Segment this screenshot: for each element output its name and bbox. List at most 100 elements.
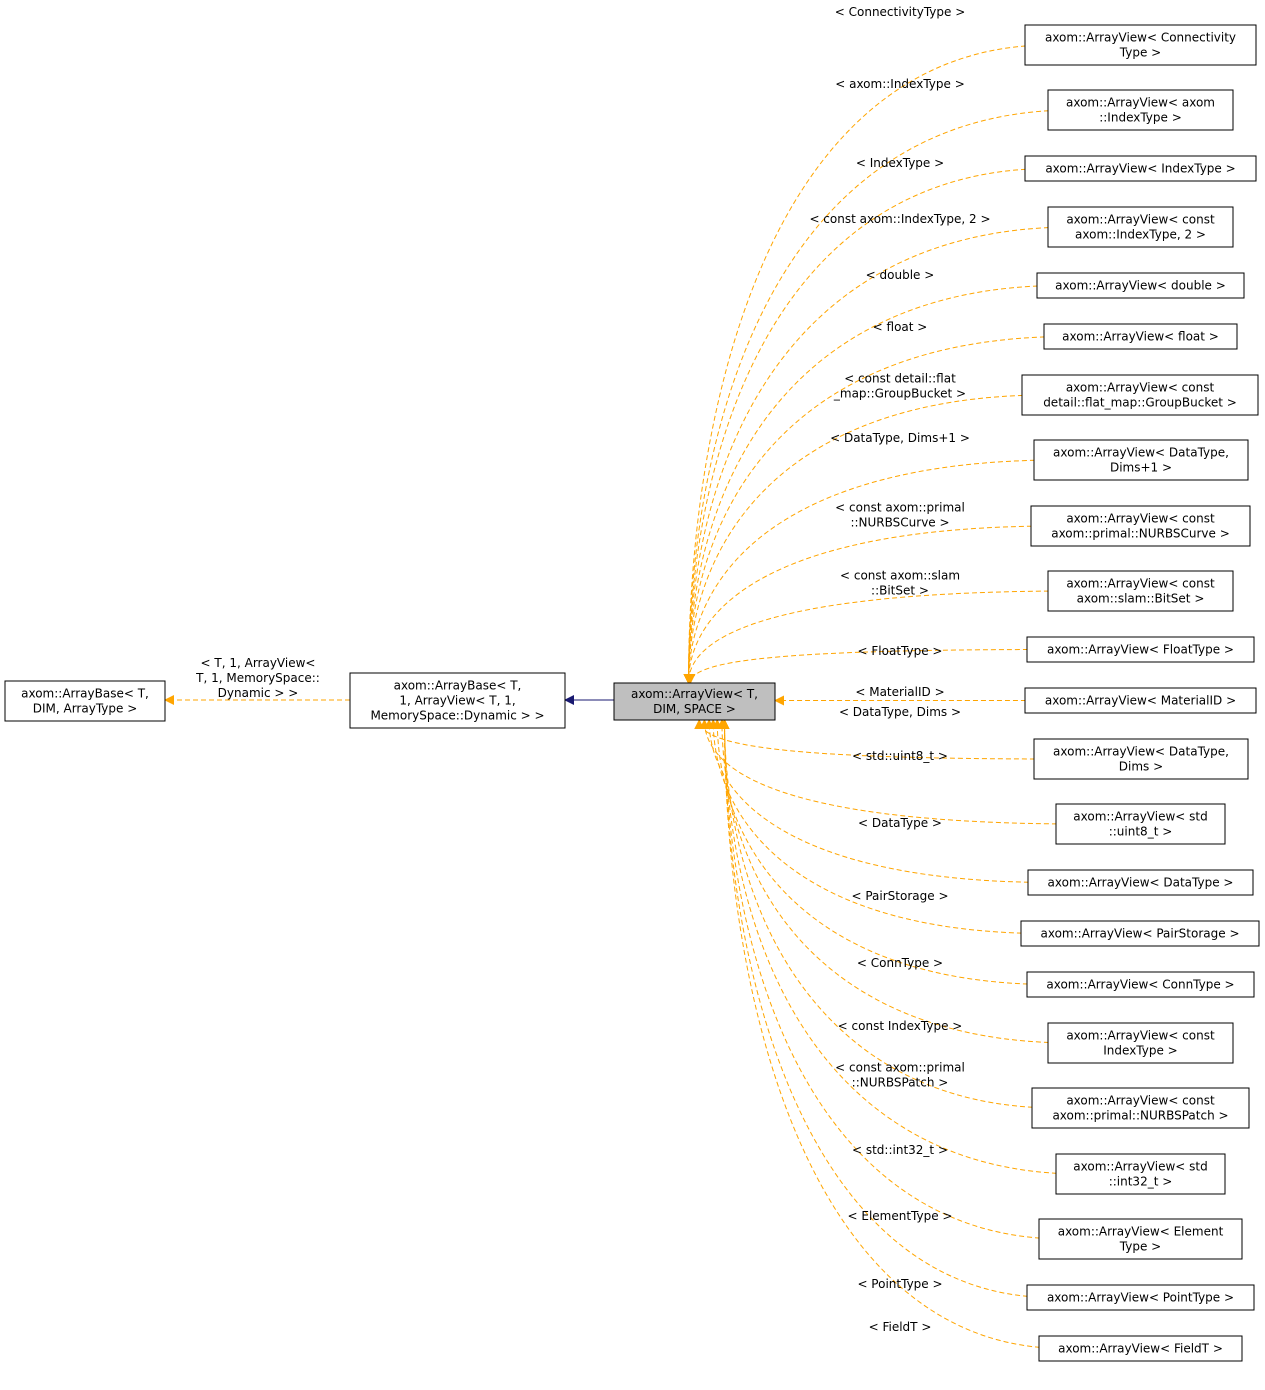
node-array-base-dynamic[interactable]: axom::ArrayBase< T,1, ArrayView< T, 1,Me… xyxy=(349,672,566,729)
node-array-view-instance-label-line: axom::ArrayView< axom xyxy=(1066,96,1215,110)
node-array-view-instance-label-line: axom::ArrayView< FieldT > xyxy=(1058,1342,1223,1356)
instantiation-edge-label-line: < FieldT > xyxy=(869,1320,932,1334)
node-array-view-instance-box xyxy=(1043,323,1238,350)
node-array-view-instance[interactable]: axom::ArrayView< PairStorage > xyxy=(1020,920,1260,947)
instantiation-edge-label-line: < float > xyxy=(873,320,928,334)
instantiation-edge-label: < std::uint8_t > xyxy=(852,749,948,763)
instantiation-edge-label: < DataType, Dims > xyxy=(839,705,961,719)
base-edge-label-line: < T, 1, ArrayView< xyxy=(201,656,316,670)
node-array-view-instance[interactable]: axom::ArrayView< FieldT > xyxy=(1038,1335,1243,1362)
node-array-view-instance[interactable]: axom::ArrayView< axom::IndexType > xyxy=(1047,89,1234,131)
node-array-view-label-line: axom::ArrayView< T, xyxy=(631,687,758,701)
node-array-view-instance-label-line: axom::ArrayView< PointType > xyxy=(1047,1291,1234,1305)
node-array-view-label-line: DIM, SPACE > xyxy=(653,702,736,716)
instantiation-edge-label: < const IndexType > xyxy=(838,1019,963,1033)
template-edge xyxy=(683,44,1051,684)
node-array-view-instance[interactable]: axom::ArrayView< DataType,Dims > xyxy=(1033,738,1249,780)
node-array-view-instance-box xyxy=(1038,1335,1243,1362)
node-array-view-instance-box xyxy=(1047,1022,1234,1064)
node-array-view-instance-label-line: axom::ArrayView< const xyxy=(1066,381,1215,395)
node-array-view-instance-box xyxy=(1047,89,1234,131)
node-array-view-instance[interactable]: axom::ArrayView< MaterialID > xyxy=(1024,687,1257,714)
node-array-view-instance-label: axom::ArrayView< ConnType > xyxy=(1046,978,1234,992)
node-array-base[interactable]: axom::ArrayBase< T,DIM, ArrayType > xyxy=(4,680,166,722)
instantiation-edge-label: < IndexType > xyxy=(856,156,944,170)
node-array-view-instance-label-line: axom::IndexType, 2 > xyxy=(1075,228,1206,242)
instantiation-edge-label-line: < std::uint8_t > xyxy=(852,749,948,763)
instantiation-edge-label: < double > xyxy=(866,268,935,282)
node-array-base-label-line: axom::ArrayBase< T, xyxy=(21,687,149,701)
node-array-view-instance[interactable]: axom::ArrayView< FloatType > xyxy=(1026,636,1255,663)
node-array-view-instance-label: axom::ArrayView< PairStorage > xyxy=(1040,927,1239,941)
node-array-view-instance-label-line: axom::primal::NURBSPatch > xyxy=(1052,1109,1228,1123)
instantiation-edge-label-line: < FloatType > xyxy=(858,644,943,658)
node-array-base-dynamic-box xyxy=(349,672,566,729)
base-edge-label-line: Dynamic > > xyxy=(218,686,299,700)
node-array-view-instance-box xyxy=(1024,687,1257,714)
node-array-view-instance-label-line: axom::ArrayView< const xyxy=(1066,1094,1215,1108)
node-array-view-instance-label: axom::ArrayView< double > xyxy=(1055,279,1226,293)
node-array-view-instance-box xyxy=(1047,206,1234,248)
node-array-view-instance-label-line: axom::ArrayView< Element xyxy=(1058,1225,1224,1239)
node-array-view-instance-label: axom::ArrayView< FieldT > xyxy=(1058,1342,1223,1356)
node-array-view[interactable]: axom::ArrayView< T,DIM, SPACE > xyxy=(613,682,776,721)
node-array-view-instance-label-line: Type > xyxy=(1119,46,1161,60)
template-edge xyxy=(685,649,1053,684)
template-edge xyxy=(719,719,1065,1240)
node-array-view-instance-box xyxy=(1055,1153,1226,1195)
node-array-view-instance[interactable]: axom::ArrayView< DataType > xyxy=(1027,869,1254,896)
node-array-view-instance-label-line: ::IndexType > xyxy=(1099,111,1182,125)
node-array-view-instance-label-line: axom::slam::BitSet > xyxy=(1077,592,1205,606)
instantiation-edge-label: < const axom::primal::NURBSPatch > xyxy=(835,1061,965,1090)
instantiation-edge-label-line: < const axom::IndexType, 2 > xyxy=(809,212,990,226)
node-array-view-instance-label-line: axom::ArrayView< IndexType > xyxy=(1045,162,1235,176)
node-array-base-dynamic-label-line: axom::ArrayBase< T, xyxy=(394,679,522,693)
instantiation-edge-label-line: < PointType > xyxy=(857,1277,942,1291)
node-array-view-instance-label-line: axom::ArrayView< std xyxy=(1073,810,1207,824)
instantiation-edge-label: < const axom::IndexType, 2 > xyxy=(809,212,990,226)
instantiation-edge-label-line: ::BitSet > xyxy=(871,584,929,598)
node-array-view-instance[interactable]: axom::ArrayView< ConnType > xyxy=(1026,971,1255,998)
template-edge xyxy=(708,719,1047,934)
node-array-view-instance[interactable]: axom::ArrayView< DataType,Dims+1 > xyxy=(1033,439,1249,481)
node-array-view-instance[interactable]: axom::ArrayView< std::int32_t > xyxy=(1055,1153,1226,1195)
node-array-view-instance-box xyxy=(1038,1218,1243,1260)
node-array-view-instance-label-line: axom::ArrayView< DataType > xyxy=(1048,876,1234,890)
node-array-base-label: axom::ArrayBase< T,DIM, ArrayType > xyxy=(21,687,149,716)
template-edge xyxy=(719,719,1082,1175)
node-array-view-instance[interactable]: axom::ArrayView< double > xyxy=(1036,272,1245,299)
node-array-view-instance[interactable]: axom::ArrayView< PointType > xyxy=(1026,1284,1255,1311)
node-array-view-instance-label: axom::ArrayView< DataType,Dims > xyxy=(1053,745,1229,774)
instantiation-edge-label: < MaterialID > xyxy=(855,685,944,699)
node-array-view-instance-label-line: ::int32_t > xyxy=(1109,1175,1173,1189)
instantiation-edge-label: < FieldT > xyxy=(869,1320,932,1334)
template-edge xyxy=(683,109,1074,684)
node-array-view-instance-label-line: axom::ArrayView< ConnType > xyxy=(1046,978,1234,992)
node-array-view-instance-label-line: Dims > xyxy=(1119,760,1163,774)
node-array-view-instance[interactable]: axom::ArrayView< float > xyxy=(1043,323,1238,350)
node-array-view-instance-label: axom::ArrayView< MaterialID > xyxy=(1045,694,1236,708)
instantiation-edge-label: < PairStorage > xyxy=(851,889,948,903)
node-array-view-instance-label-line: axom::ArrayView< const xyxy=(1066,213,1215,227)
instantiation-edge-label-line: < ConnType > xyxy=(857,956,943,970)
instantiation-edge-label: < axom::IndexType > xyxy=(835,77,965,91)
node-array-view-instance[interactable]: axom::ArrayView< std::uint8_t > xyxy=(1055,803,1226,845)
node-array-view-instance[interactable]: axom::ArrayView< IndexType > xyxy=(1024,155,1257,182)
node-array-view-instance-box xyxy=(1024,155,1257,182)
node-array-view-instance-box xyxy=(1024,24,1257,66)
instantiation-edge-label-line: < ConnectivityType > xyxy=(835,5,966,19)
node-array-view-instance-box xyxy=(1021,374,1259,416)
instantiation-edge-label: < float > xyxy=(873,320,928,334)
